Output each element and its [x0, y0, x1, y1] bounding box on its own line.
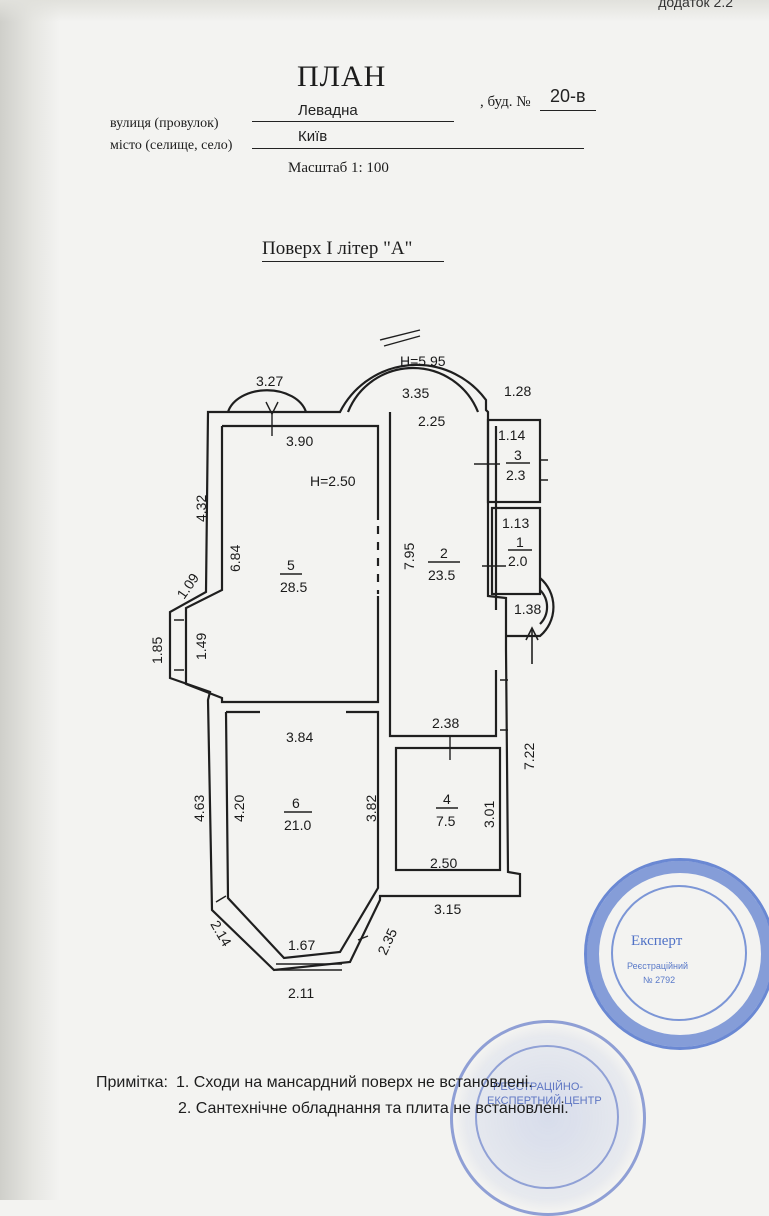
- room1-area: 2.0: [508, 553, 528, 569]
- dim-bay-left-outer: 1.85: [149, 637, 165, 664]
- expert-stamp-inner-ring: [611, 885, 747, 1021]
- inner-wall-left: [184, 424, 380, 704]
- dim-room6-right: 3.82: [363, 795, 379, 822]
- dim-room1-width: 1.13: [502, 515, 529, 531]
- notes-item-2: 2. Сантехнічне обладнання та плита не вс…: [178, 1100, 569, 1117]
- porch: [506, 577, 555, 638]
- building-label: , буд. №: [480, 94, 531, 110]
- dim-bottom-right: 3.15: [434, 901, 461, 917]
- building-value: 20-в: [550, 86, 586, 106]
- page-shadow-left: [0, 0, 60, 1200]
- appendix-label: додаток 2.2: [658, 0, 733, 10]
- bay-top: [226, 389, 308, 413]
- dim-right-side: 7.22: [521, 743, 537, 770]
- dim-room6-left: 4.20: [231, 795, 247, 822]
- street-value: Левадна: [298, 102, 358, 119]
- room5-area: 28.5: [280, 579, 307, 595]
- ceiling-main: H=2.50: [310, 473, 356, 489]
- document-title: ПЛАН: [297, 60, 387, 93]
- expert-stamp-title: Експерт: [631, 933, 683, 949]
- notes-item-1: 1. Сходи на мансардний поверх не встанов…: [176, 1074, 533, 1091]
- room6-wall: [224, 710, 380, 960]
- dim-left-lower: 4.63: [191, 795, 207, 822]
- center-stamp-inner-ring: [475, 1045, 619, 1189]
- room6-no: 6: [292, 795, 300, 811]
- dim-bay-bottom-inner: 1.67: [288, 937, 315, 953]
- room6-area: 21.0: [284, 817, 311, 833]
- dim-entrance: 1.38: [514, 601, 541, 617]
- building-underline: [540, 110, 596, 111]
- dim-room2-right: 1.28: [504, 383, 531, 399]
- center-stamp: РЕЄСТРАЦІЙНО- ЕКСПЕРТНИЙ ЦЕНТР: [450, 1020, 646, 1216]
- dim-bay-bottom-right: 2.35: [374, 926, 400, 958]
- room3-area: 2.3: [506, 467, 526, 483]
- room2-wall: [388, 412, 498, 738]
- room3-wall: [486, 418, 542, 504]
- dim-bay-bottom-outer: 2.11: [288, 985, 314, 1001]
- room1-no: 1: [516, 534, 524, 550]
- scale-label: Масштаб 1: 100: [288, 160, 389, 176]
- street-underline: [252, 121, 454, 122]
- dim-room2-top2: 2.25: [418, 413, 445, 429]
- city-value: Київ: [298, 128, 328, 145]
- notes-label: Примітка:: [96, 1074, 168, 1091]
- room4-wall: [394, 746, 502, 872]
- center-stamp-line1: РЕЄСТРАЦІЙНО-: [493, 1081, 584, 1093]
- dim-room6-top: 3.84: [286, 729, 313, 745]
- page-shadow-top: [0, 0, 769, 22]
- room1-wall: [490, 506, 542, 596]
- room3-no: 3: [514, 447, 522, 463]
- city-label: місто (селище, село): [110, 138, 233, 153]
- ceiling-tower: H=5.95: [400, 353, 446, 369]
- expert-stamp-no: № 2792: [643, 975, 676, 985]
- dim-bay-top: 3.27: [256, 373, 283, 389]
- dim-bay-bottom-left: 2.14: [207, 918, 235, 950]
- room2-no: 2: [440, 545, 448, 561]
- dim-room4-side: 3.01: [481, 801, 497, 828]
- dim-left-upper: 4.32: [193, 495, 209, 522]
- street-label: вулиця (провулок): [110, 116, 219, 131]
- dim-room2-top1: 3.35: [402, 385, 429, 401]
- dim-room5-side: 6.84: [227, 545, 243, 572]
- outer-wall: [168, 363, 522, 972]
- room4-area: 7.5: [436, 813, 456, 829]
- dim-room4-bottom: 2.50: [430, 855, 457, 871]
- tower-inner-arc: [346, 366, 480, 413]
- room2-area: 23.5: [428, 567, 455, 583]
- floor-title-underline: [262, 261, 444, 262]
- floor-title: Поверх І літер "А": [262, 238, 413, 259]
- dim-bay-left-inner: 1.49: [193, 633, 209, 660]
- expert-stamp-reg: Реєстраційний: [627, 961, 689, 971]
- room5-no: 5: [287, 557, 295, 573]
- dim-room4-top: 2.38: [432, 715, 459, 731]
- city-underline: [252, 148, 584, 149]
- dim-room3-width: 1.14: [498, 427, 525, 443]
- dim-room2-length: 7.95: [401, 543, 417, 570]
- expert-stamp: Експерт Реєстраційний № 2792: [584, 858, 769, 1050]
- room4-no: 4: [443, 791, 451, 807]
- center-stamp-line2: ЕКСПЕРТНИЙ ЦЕНТР: [487, 1095, 602, 1107]
- dim-room5-top: 3.90: [286, 433, 313, 449]
